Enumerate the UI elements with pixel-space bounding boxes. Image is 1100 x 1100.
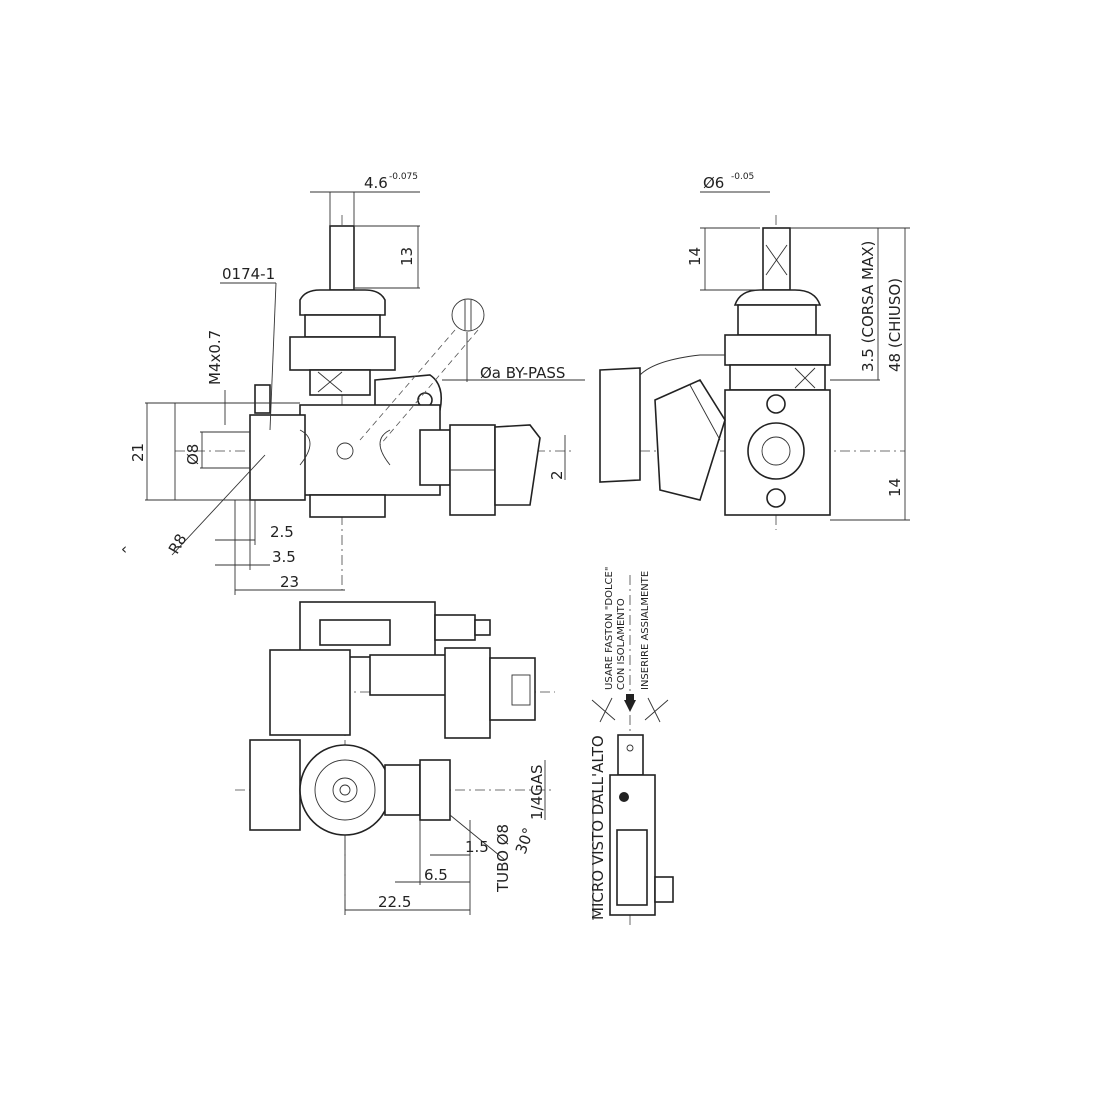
micro-view-title: MICRO VISTO DALL'ALTO xyxy=(589,735,607,920)
stem-width-label: 4.6 xyxy=(364,174,388,192)
cross-arrow-icon xyxy=(591,697,616,723)
thread-gas-label: 1/4GAS xyxy=(528,764,546,820)
micro-switch-view xyxy=(591,575,674,925)
bypass-label: Øa BY-PASS xyxy=(480,364,565,382)
stem-height-label: 13 xyxy=(398,247,416,266)
axis-height-label: 14 xyxy=(886,478,904,497)
angle-label: 30° xyxy=(512,825,538,856)
dim-2-5-label: 2.5 xyxy=(270,523,294,541)
chevron-left-icon[interactable]: ‹ xyxy=(121,540,127,558)
height-21-label: 21 xyxy=(129,443,147,462)
tube-label: TUBO Ø8 xyxy=(494,824,512,893)
stroke-label: 3.5 (CORSA MAX) xyxy=(859,241,877,372)
thread-label: M4x0.7 xyxy=(206,330,224,385)
stem-diameter-label: Ø6 xyxy=(703,174,724,192)
offset-2-label: 2 xyxy=(548,470,566,480)
part-code-label: 0174-1 xyxy=(222,265,275,283)
micro-note-line-1: USARE FASTON "DOLCE" xyxy=(604,567,615,690)
stem-diameter-tolerance: -0.05 xyxy=(731,172,754,182)
radius-label: R8 xyxy=(165,531,191,557)
bottom-view xyxy=(235,601,555,915)
micro-note-line-2: CON ISOLAMENTO xyxy=(616,598,627,690)
dim-23-label: 23 xyxy=(280,573,299,591)
side-stem-height-label: 14 xyxy=(686,247,704,266)
cross-arrow-icon xyxy=(644,697,669,723)
stem-width-tolerance: -0.075 xyxy=(389,172,418,182)
side-view xyxy=(599,191,910,530)
closed-height-label: 48 (CHIUSO) xyxy=(886,278,904,372)
dim-3-5-label: 3.5 xyxy=(272,548,296,566)
dim-1-5-label: 1.5 xyxy=(465,838,489,856)
dim-22-5-label: 22.5 xyxy=(378,893,411,911)
diameter-8-label: Ø8 xyxy=(184,444,202,465)
micro-note-line-3: INSERIRE ASSIALMENTE xyxy=(640,571,651,690)
front-view xyxy=(145,191,585,595)
dim-6-5-label: 6.5 xyxy=(424,866,448,884)
